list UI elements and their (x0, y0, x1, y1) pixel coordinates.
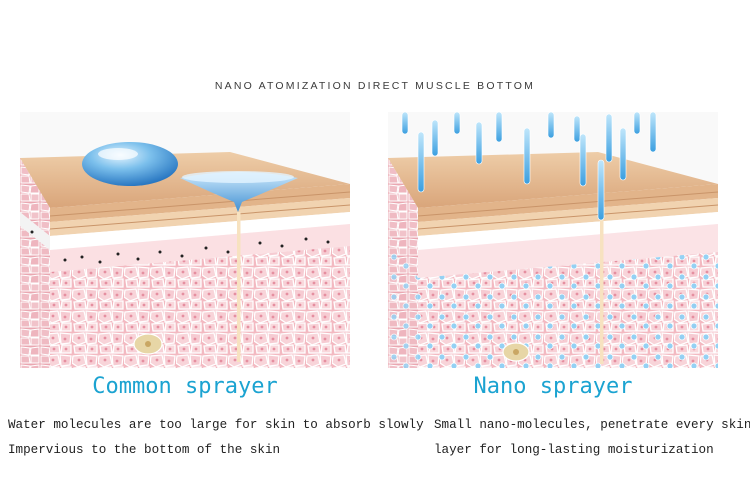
common-sprayer-desc-line-2: Impervious to the bottom of the skin (8, 443, 281, 457)
common-sprayer-title: Common sprayer (92, 374, 278, 399)
heading: NANO ATOMIZATION DIRECT MUSCLE BOTTOM (214, 80, 536, 92)
nano-sprayer-desc-line-1: Small nano-molecules, penetrate every sk… (434, 418, 750, 432)
common-sprayer-illustration (20, 112, 350, 368)
common-sprayer-desc-line-1: Water molecules are too large for skin t… (8, 418, 424, 432)
nano-sprayer-desc-line-2: layer for long-lasting moisturization (434, 443, 714, 457)
nano-sprayer-illustration (388, 112, 718, 368)
nano-sprayer-title: Nano sprayer (473, 374, 633, 399)
